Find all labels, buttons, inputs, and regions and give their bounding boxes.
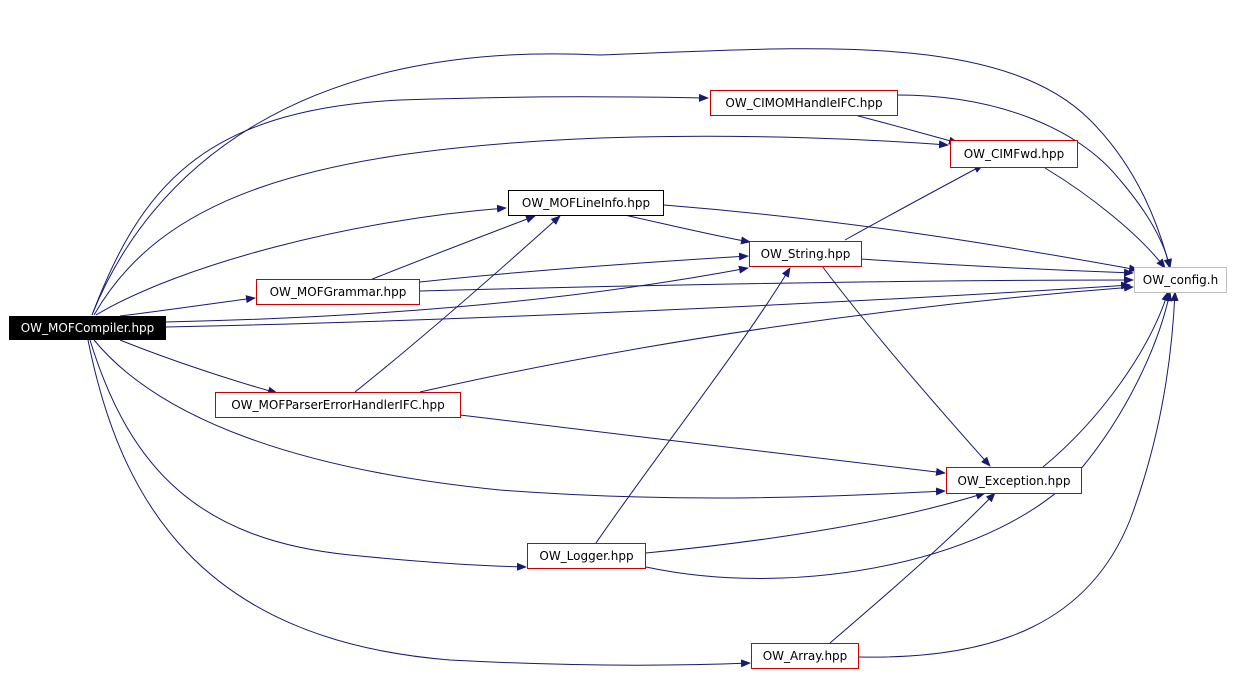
node-ow-cimomhandleifc[interactable]: OW_CIMOMHandleIFC.hpp [710, 90, 898, 116]
dependency-edges [87, 48, 1179, 668]
edge-mofgrammar-to-moflineinfo [369, 215, 536, 281]
edge-mofcompiler-to-logger [89, 339, 527, 571]
edge-mofcompiler-to-moflineinfo [95, 204, 507, 316]
edge-mofcompiler-to-config [91, 48, 1172, 316]
edge-mofgrammar-to-config [419, 276, 1134, 292]
edge-cimomhandleifc-to-cimfwd [857, 115, 959, 145]
node-ow-string[interactable]: OW_String.hpp [749, 241, 862, 267]
edge-mofcompiler-to-exception [93, 339, 946, 499]
edge-mofcompiler-to-cimomhandleifc [91, 93, 709, 316]
edge-mofcompiler-to-cimfwd [93, 135, 949, 316]
edge-cimfwd-to-config [1044, 167, 1166, 269]
edge-mofparsererrorhandlerifc-to-config [419, 283, 1134, 393]
edge-logger-to-exception [645, 491, 986, 554]
edge-string-to-config [860, 258, 1134, 277]
edge-mofcompiler-to-mofgrammar [119, 295, 256, 317]
node-ow-exception[interactable]: OW_Exception.hpp [946, 467, 1082, 494]
node-ow-cimfwd[interactable]: OW_CIMFwd.hpp [950, 140, 1078, 168]
edge-array-to-config [857, 291, 1179, 658]
edge-mofcompiler-to-config-direct [165, 281, 1131, 328]
edge-mofgrammar-to-string [419, 252, 749, 283]
node-ow-moflineinfo[interactable]: OW_MOFLineInfo.hpp [508, 190, 664, 216]
edge-array-to-exception [829, 492, 996, 644]
edge-logger-to-string [595, 267, 791, 544]
node-ow-mofcompiler[interactable]: OW_MOFCompiler.hpp [9, 316, 166, 340]
node-ow-array[interactable]: OW_Array.hpp [751, 643, 859, 669]
edge-string-to-exception [821, 265, 991, 467]
node-ow-mofparsererrorhandlerifc[interactable]: OW_MOFParserErrorHandlerIFC.hpp [215, 392, 461, 418]
edge-logger-to-config [645, 291, 1173, 579]
node-ow-config[interactable]: OW_config.h [1134, 267, 1227, 293]
edge-mofparsererrorhandlerifc-to-exception [459, 414, 946, 476]
edge-moflineinfo-to-string [619, 213, 751, 245]
edge-mofcompiler-to-mofparsererrorhandlerifc [119, 339, 278, 395]
edge-moflineinfo-to-config [663, 204, 1139, 273]
node-ow-mofgrammar[interactable]: OW_MOFGrammar.hpp [256, 279, 420, 305]
edge-mofcompiler-to-string [164, 265, 749, 323]
edge-mofparsererrorhandlerifc-to-moflineinfo [354, 215, 561, 393]
edge-mofcompiler-to-array [87, 339, 751, 668]
edge-exception-to-config [1042, 291, 1170, 468]
node-ow-logger[interactable]: OW_Logger.hpp [527, 543, 646, 569]
edge-string-to-cimfwd [844, 164, 984, 241]
edge-cimomhandleifc-to-config [896, 94, 1172, 269]
